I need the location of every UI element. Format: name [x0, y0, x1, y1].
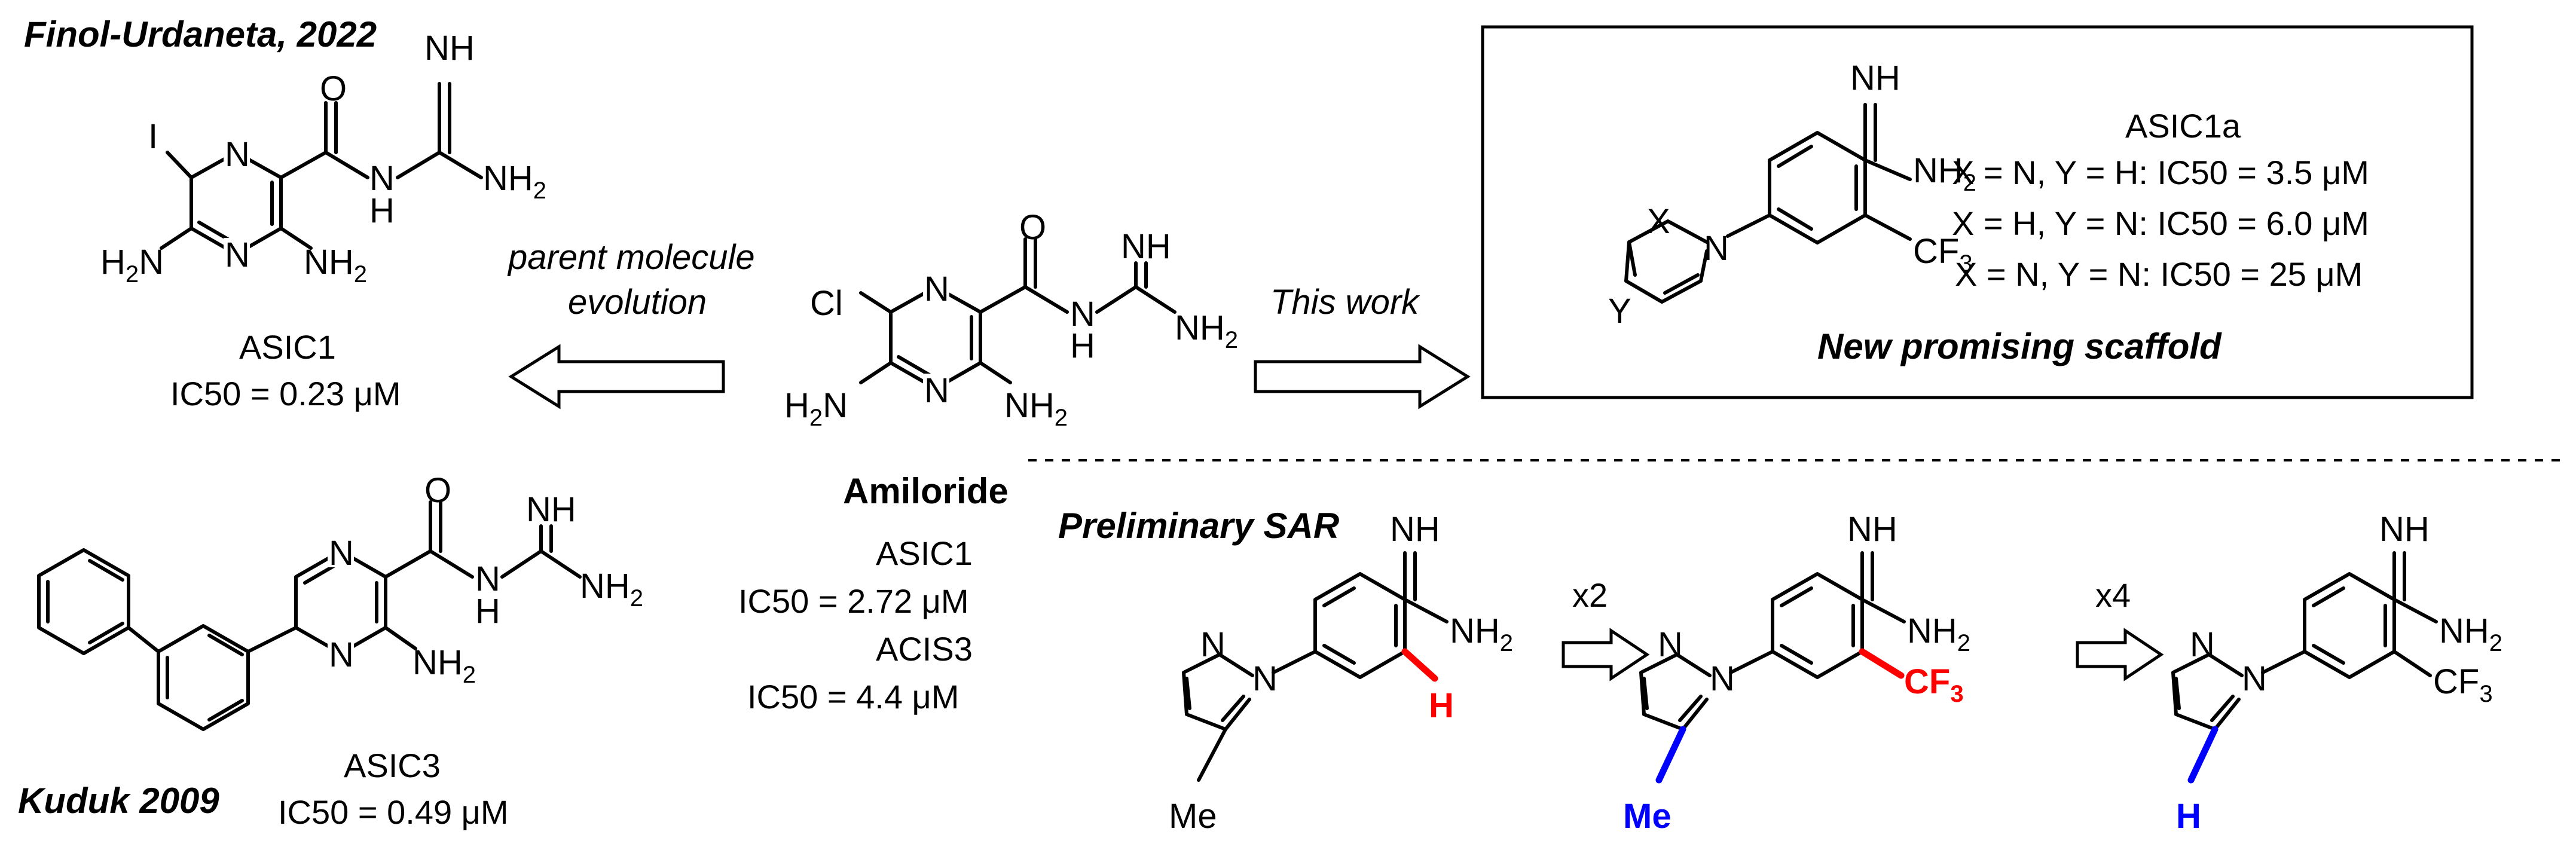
amiloride-target-2: ACIS3	[876, 630, 973, 668]
atom-label: N	[924, 371, 949, 410]
atom-label: H2N	[784, 386, 848, 431]
atom-label: Y	[1608, 292, 1631, 331]
sar-arrow-2	[2076, 628, 2164, 681]
atom-label: N	[369, 159, 395, 198]
sar-h-blue: H	[2176, 797, 2201, 836]
atom-label: N	[1252, 659, 1278, 698]
atom-label: NH	[424, 29, 475, 68]
atom-label: NH2	[2439, 612, 2502, 656]
amiloride-name: Amiloride	[843, 471, 1009, 511]
box-row-3: X = N, Y = N: IC50 = 25 μM	[1955, 255, 2363, 293]
atom-label: Cl	[810, 284, 843, 323]
atom-label: CF3	[1913, 232, 1973, 277]
sar-title: Preliminary SAR	[1058, 506, 1339, 546]
atom-label: N	[1070, 295, 1095, 334]
atom-label: X	[1647, 202, 1670, 241]
atom-label: N	[924, 270, 949, 308]
atom-label: NH	[2379, 510, 2430, 549]
scaffold-structure	[1624, 103, 1912, 304]
atom-label: N	[329, 534, 354, 573]
iodo-target: ASIC1	[239, 328, 336, 366]
sar-cf3-red: CF3	[1904, 662, 1964, 707]
atom-label: N	[225, 236, 250, 274]
atom-label: CF3	[2433, 662, 2493, 707]
atom-label: I	[148, 117, 158, 156]
atom-label: H	[369, 191, 395, 230]
atom-label: NH	[1390, 510, 1440, 549]
atom-label: NH2	[483, 159, 546, 204]
iodo-amiloride-structure	[160, 82, 483, 256]
ref-kuduk: Kuduk 2009	[18, 781, 219, 821]
atom-label: O	[320, 69, 347, 108]
biphenyl-ic50: IC50 = 0.49 μM	[278, 793, 509, 831]
sar-step-1: x2	[1572, 576, 1608, 614]
atom-label: H	[475, 592, 500, 631]
atom-label: H2N	[100, 243, 164, 288]
atom-label: NH2	[1175, 308, 1238, 353]
atom-label: N	[2242, 659, 2267, 698]
atom-label: N	[1704, 229, 1729, 268]
left-arrow-label-1: parent molecule	[507, 238, 755, 277]
atom-label: NH2	[1450, 612, 1513, 656]
atom-label: N	[1710, 659, 1735, 698]
sar-h-red: H	[1429, 686, 1454, 725]
left-arrow-label-2: evolution	[568, 283, 707, 322]
atom-label: NH2	[1907, 612, 1970, 656]
atom-label: N	[1200, 625, 1226, 664]
atom-label: NH	[526, 490, 576, 529]
atom-label: NH	[1850, 59, 1900, 97]
left-arrow	[508, 344, 725, 409]
atom-label: N	[2190, 625, 2215, 664]
atom-label: NH	[1847, 510, 1897, 549]
sar-arrow-1	[1562, 628, 1650, 681]
atom-label: NH2	[1004, 386, 1068, 431]
right-arrow-label: This work	[1270, 283, 1420, 322]
sar-me-blue: Me	[1623, 797, 1672, 836]
atom-label: N	[329, 635, 354, 674]
amiloride-ic50-2: IC50 = 4.4 μM	[747, 678, 959, 716]
atom-label: NH2	[412, 643, 476, 688]
atom-label: NH2	[1913, 151, 1976, 196]
atom-label: H	[1070, 326, 1095, 365]
ref-finol: Finol-Urdaneta, 2022	[24, 14, 377, 54]
atom-label: NH2	[304, 243, 367, 288]
atom-label: O	[424, 471, 451, 510]
box-target: ASIC1a	[2125, 107, 2241, 145]
sar-step-2: x4	[2095, 576, 2131, 614]
box-row-1: X = N, Y = H: IC50 = 3.5 μM	[1952, 154, 2369, 191]
right-arrow	[1254, 344, 1471, 409]
atom-label: O	[1019, 208, 1046, 247]
biphenyl-target: ASIC3	[344, 747, 441, 784]
atom-label: N	[225, 135, 250, 174]
atom-label: N	[1658, 625, 1683, 664]
iodo-ic50: IC50 = 0.23 μM	[170, 375, 401, 412]
scaffold-box	[1481, 25, 2474, 399]
sar-compound-3-structure	[2171, 551, 2438, 784]
sar-me: Me	[1169, 797, 1217, 836]
box-footer: New promising scaffold	[1817, 326, 2222, 366]
box-row-2: X = H, Y = N: IC50 = 6.0 μM	[1952, 204, 2369, 242]
sar-compound-2-structure	[1639, 551, 1906, 784]
atom-label: NH	[1121, 227, 1171, 266]
sar-compound-1-structure	[1182, 551, 1449, 782]
atom-label: NH2	[580, 567, 643, 612]
biphenyl-structure	[37, 500, 582, 731]
amiloride-ic50-1: IC50 = 2.72 μM	[738, 582, 969, 620]
amiloride-target-1: ASIC1	[876, 534, 973, 572]
atom-label: N	[475, 560, 500, 598]
